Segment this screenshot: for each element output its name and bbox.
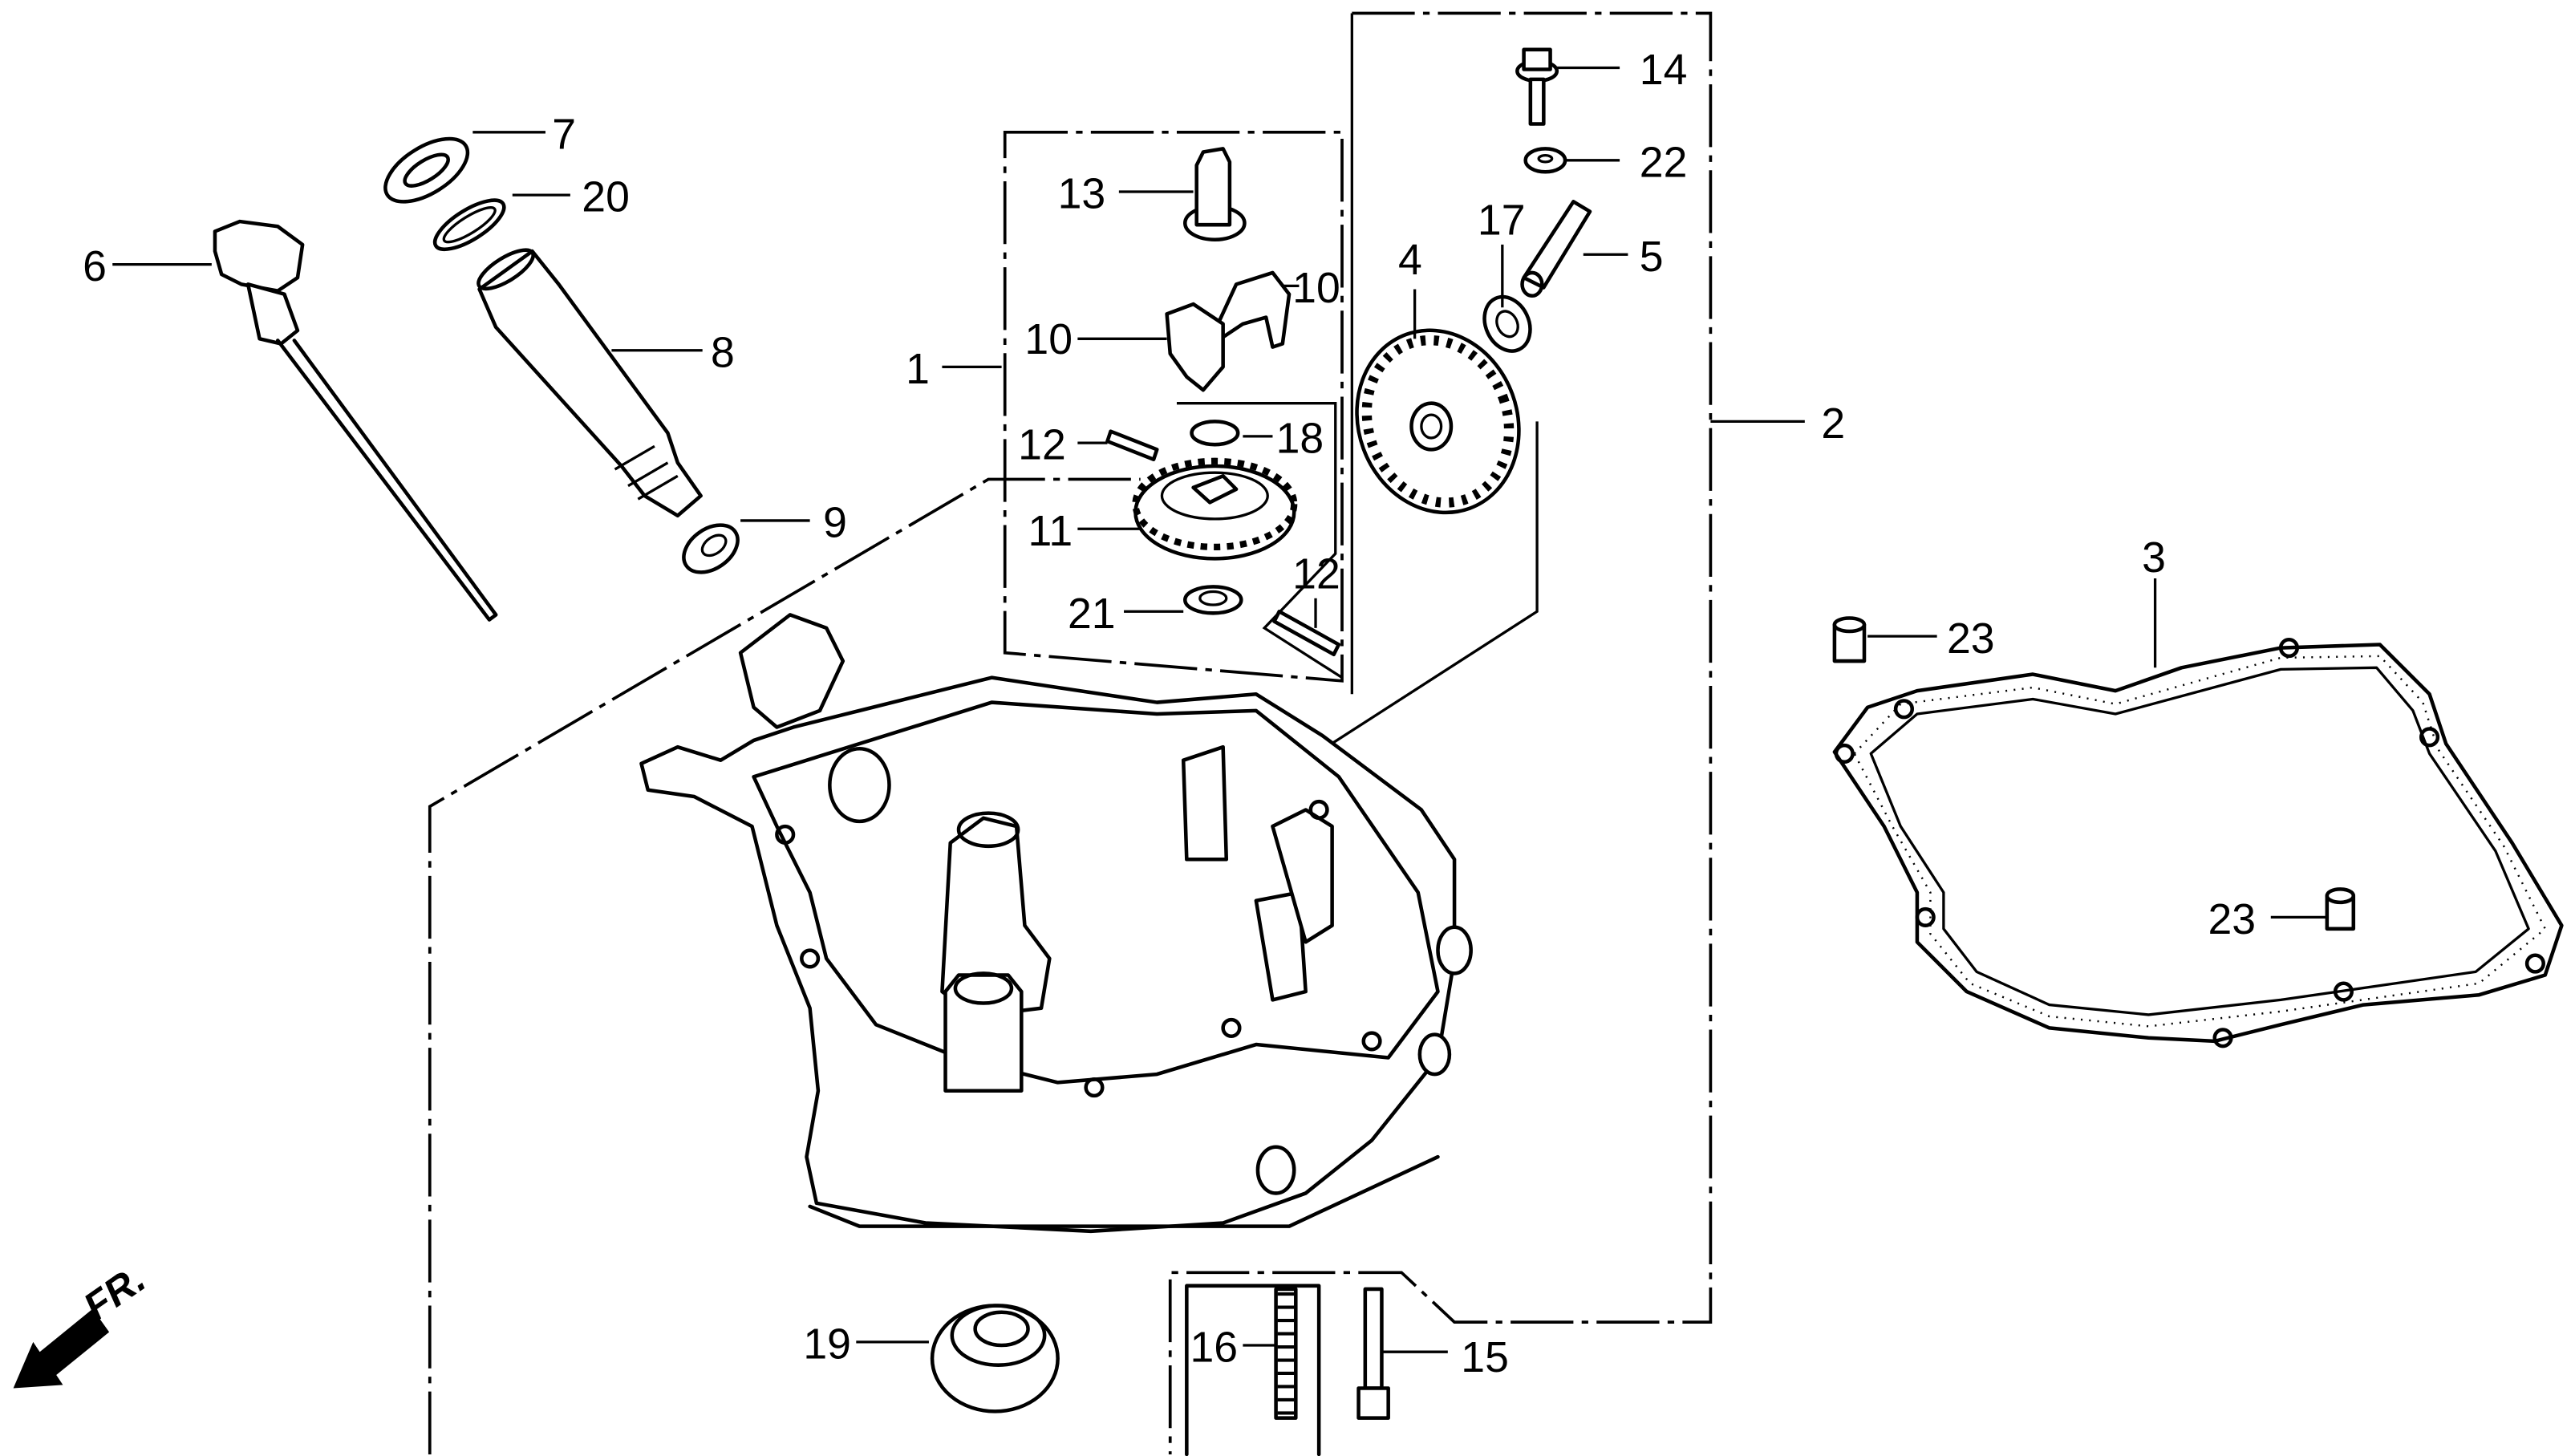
part-12-pin-lower — [1272, 609, 1341, 657]
callout-22[interactable]: 22 — [1640, 139, 1688, 186]
part-4-cam-gear — [1355, 328, 1521, 515]
callout-23-upper[interactable]: 23 — [1947, 615, 1995, 663]
part-3-gasket — [1832, 638, 2564, 1048]
callout-7[interactable]: 7 — [552, 111, 576, 158]
part-21-washer — [1183, 585, 1243, 615]
callout-4[interactable]: 4 — [1398, 237, 1422, 284]
part-23-dowel-lower — [2325, 887, 2356, 931]
callout-19[interactable]: 19 — [803, 1320, 851, 1368]
callout-20[interactable]: 20 — [582, 174, 630, 221]
part-6-dipstick — [213, 219, 498, 622]
part-10-holder-left — [1165, 302, 1225, 392]
part-14-flange-bolt — [1515, 47, 1559, 126]
callout-17[interactable]: 17 — [1478, 197, 1526, 245]
part-7-seal — [383, 136, 470, 204]
callout-12-upper[interactable]: 12 — [1018, 422, 1066, 469]
part-23-dowel-upper — [1832, 616, 1867, 663]
callout-12-lower[interactable]: 12 — [1292, 550, 1340, 598]
group-box-1 — [1003, 130, 1344, 683]
part-8-filler-pipe — [476, 248, 703, 518]
callout-11[interactable]: 11 — [1028, 508, 1073, 555]
part-13-governor-slider — [1183, 147, 1247, 241]
group-box-2 — [428, 11, 1713, 1454]
part-17-washer — [1482, 294, 1532, 353]
callout-14[interactable]: 14 — [1640, 47, 1688, 94]
part-18-circlip — [1190, 420, 1240, 447]
callout-16[interactable]: 16 — [1190, 1324, 1238, 1372]
leader-lines — [112, 66, 2327, 1353]
part-11-governor-gear — [1132, 457, 1298, 561]
callout-9[interactable]: 9 — [823, 500, 847, 547]
part-12-pin-upper — [1105, 429, 1159, 461]
callout-10-right[interactable]: 10 — [1292, 265, 1340, 312]
callout-8[interactable]: 8 — [711, 329, 735, 376]
callout-13[interactable]: 13 — [1058, 171, 1106, 218]
callout-10-left[interactable]: 10 — [1024, 316, 1073, 363]
callout-1[interactable]: 1 — [906, 346, 930, 393]
part-16-stud-bolt — [1274, 1287, 1298, 1420]
part-9-clip — [682, 523, 740, 574]
part-15-flange-bolt — [1356, 1287, 1390, 1420]
crankcase-cover-body — [639, 613, 1473, 1234]
front-arrow-icon — [13, 1308, 110, 1389]
callout-labels: 6 7 20 8 9 1 13 10 10 12 18 11 21 12 4 1… — [83, 47, 2256, 1381]
callout-21[interactable]: 21 — [1068, 590, 1116, 638]
callout-3[interactable]: 3 — [2142, 534, 2166, 582]
group-box-16 — [1185, 1284, 1321, 1456]
callout-6[interactable]: 6 — [83, 243, 107, 290]
callout-5[interactable]: 5 — [1640, 233, 1664, 281]
part-19-oil-seal — [930, 1304, 1060, 1413]
part-20-o-ring — [432, 198, 506, 252]
part-10-holder-right — [1215, 270, 1292, 349]
part-22-washer — [1523, 147, 1567, 174]
part-5-shaft — [1520, 200, 1592, 298]
callout-18[interactable]: 18 — [1276, 415, 1324, 462]
callout-2[interactable]: 2 — [1821, 400, 1845, 448]
callout-15[interactable]: 15 — [1461, 1334, 1509, 1381]
callout-23-lower[interactable]: 23 — [2208, 896, 2257, 943]
front-direction-indicator: FR. — [13, 1256, 153, 1389]
